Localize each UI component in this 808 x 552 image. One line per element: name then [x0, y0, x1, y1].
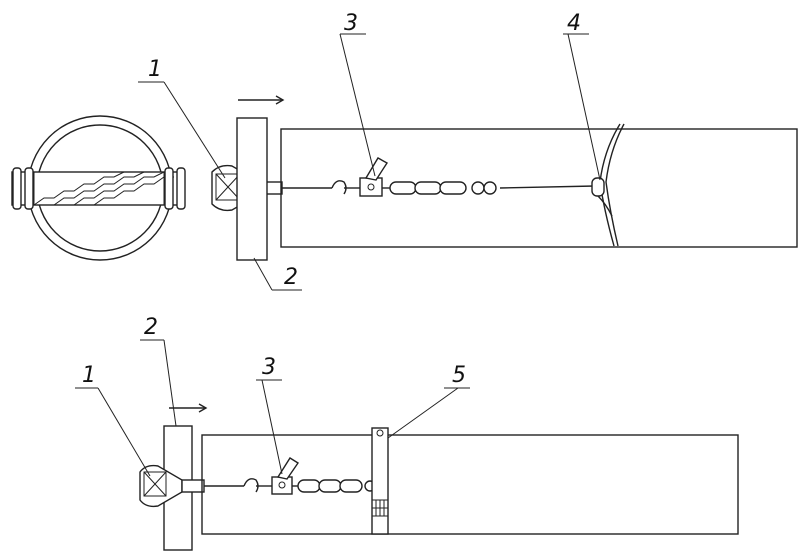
strap-band [371, 427, 389, 535]
wire-sling [591, 123, 625, 247]
label-tensioner-bottom: 3 [262, 355, 276, 380]
thrust-plate [236, 117, 268, 261]
bottom-assembly: 2 1 3 5 [75, 315, 739, 551]
bar-end-caps [12, 167, 186, 210]
end-view-circle [11, 115, 186, 261]
arrow-right-icon [238, 95, 285, 105]
label-plate-bottom: 2 [144, 315, 158, 340]
spiral-zigzag [33, 171, 174, 206]
label-tensioner-top: 3 [344, 11, 358, 36]
chain-tensioner [243, 457, 299, 495]
label-sling-top: 4 [567, 11, 581, 36]
label-strap-bottom: 5 [452, 363, 466, 388]
pipe-body [280, 128, 798, 248]
chain-links [389, 181, 497, 195]
arrow-right-icon [169, 403, 208, 413]
chain-tensioner [331, 157, 388, 197]
label-socket-top: 1 [148, 57, 162, 82]
pulling-socket [139, 464, 205, 508]
label-socket-bottom: 1 [82, 363, 96, 388]
label-plate-top: 2 [284, 265, 298, 290]
pipe-body [201, 434, 739, 535]
top-assembly: 1 2 3 4 [11, 11, 798, 291]
chain-links [297, 479, 376, 493]
